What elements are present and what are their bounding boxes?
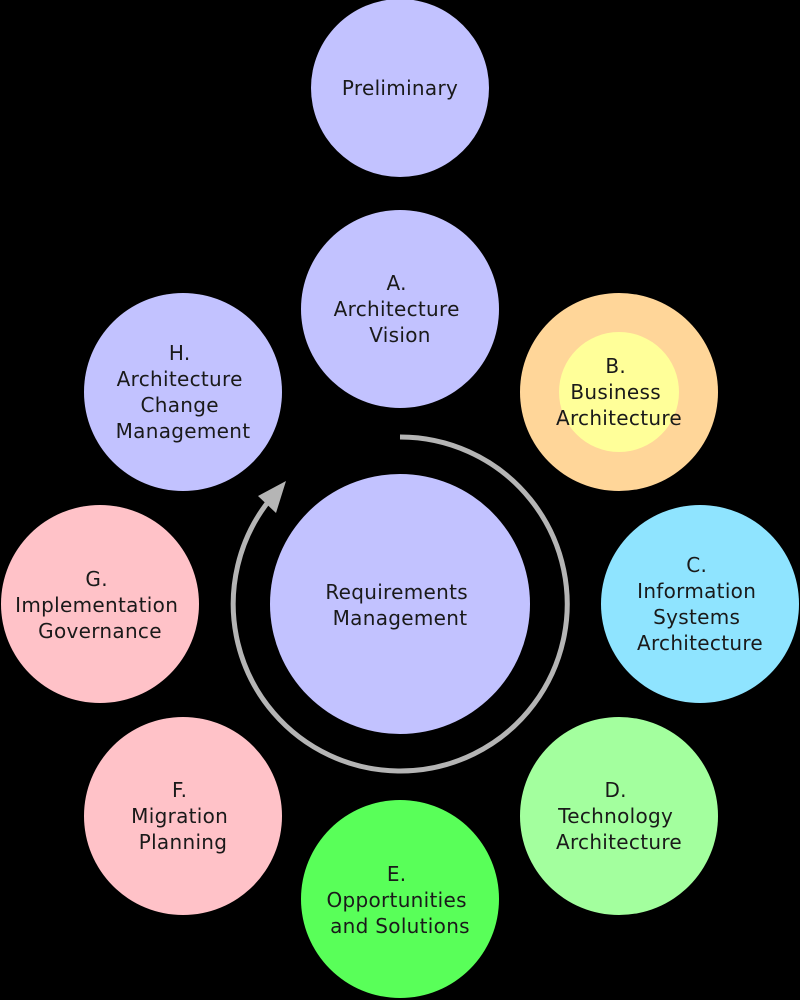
cycle-arrow-path bbox=[230, 434, 570, 774]
phase-b-line-2: Business bbox=[570, 380, 661, 404]
phase-e-circle bbox=[301, 800, 499, 998]
phase-d-line-2: Technology bbox=[557, 804, 673, 828]
phase-preliminary[interactable]: Preliminary bbox=[311, 0, 489, 177]
phase-h-line-4: Management bbox=[116, 419, 251, 443]
requirements-management-circle bbox=[270, 474, 530, 734]
phase-d-line-1: D. bbox=[604, 778, 626, 802]
phase-c-line-2: Information bbox=[637, 579, 756, 603]
phase-c-line-4: Architecture bbox=[637, 631, 763, 655]
phase-e-line-3: and Solutions bbox=[330, 914, 470, 938]
phase-g-circle bbox=[1, 505, 199, 703]
phase-b-line-3: Architecture bbox=[556, 406, 682, 430]
phase-h-circle bbox=[84, 293, 282, 491]
phase-preliminary-circle bbox=[311, 0, 489, 177]
phase-f-line-3: Planning bbox=[139, 830, 228, 854]
phase-a-circle bbox=[301, 210, 499, 408]
phase-a-line-2: Architecture bbox=[334, 297, 460, 321]
phase-a-line-3: Vision bbox=[369, 323, 431, 347]
phase-c-line-3: Systems bbox=[653, 605, 740, 629]
phase-f-line-1: F. bbox=[172, 778, 187, 802]
phase-a-label: A. Architecture Vision bbox=[334, 271, 467, 347]
phase-c-label: C. Information Systems Architecture bbox=[637, 553, 763, 655]
phase-c-circle bbox=[601, 505, 799, 703]
phase-f-migration-planning[interactable]: F. Migration Planning bbox=[84, 717, 282, 915]
phase-d-circle bbox=[520, 717, 718, 915]
phase-g-implementation-governance[interactable]: G. Implementation Governance bbox=[1, 505, 199, 703]
phase-b-inner-circle bbox=[559, 332, 679, 452]
phase-g-line-2: Implementation bbox=[15, 593, 178, 617]
phase-f-label: F. Migration Planning bbox=[131, 778, 235, 854]
phase-f-line-2: Migration bbox=[131, 804, 228, 828]
phase-e-opportunities-and-solutions[interactable]: E. Opportunities and Solutions bbox=[301, 800, 499, 998]
phase-g-label: G. Implementation Governance bbox=[15, 567, 185, 643]
phase-f-circle bbox=[84, 717, 282, 915]
phase-g-line-3: Governance bbox=[38, 619, 162, 643]
phase-preliminary-line-1: Preliminary bbox=[342, 76, 458, 100]
phase-b-label: B. Business Architecture bbox=[556, 354, 682, 430]
requirements-management[interactable]: Requirements Management bbox=[270, 474, 530, 734]
requirements-management-line-2: Management bbox=[333, 606, 468, 630]
phase-preliminary-label: Preliminary bbox=[342, 76, 458, 100]
requirements-management-label: Requirements Management bbox=[325, 580, 474, 630]
phase-b-business-architecture[interactable]: B. Business Architecture bbox=[520, 293, 718, 491]
phase-a-line-1: A. bbox=[387, 271, 407, 295]
phase-b-line-1: B. bbox=[605, 354, 626, 378]
circular-arrow-icon bbox=[230, 434, 570, 774]
phase-e-line-2: Opportunities bbox=[326, 888, 466, 912]
requirements-management-line-1: Requirements bbox=[325, 580, 468, 604]
phase-c-information-systems-architecture[interactable]: C. Information Systems Architecture bbox=[601, 505, 799, 703]
phase-e-label: E. Opportunities and Solutions bbox=[326, 862, 473, 938]
cycle-arrowhead bbox=[258, 481, 286, 513]
phase-h-line-1: H. bbox=[169, 341, 191, 365]
phase-e-line-1: E. bbox=[387, 862, 407, 886]
phase-h-line-3: Change bbox=[140, 393, 218, 417]
phase-d-label: D. Technology Architecture bbox=[556, 778, 682, 854]
phase-c-line-1: C. bbox=[686, 553, 707, 577]
phase-a-architecture-vision[interactable]: A. Architecture Vision bbox=[301, 210, 499, 408]
phase-g-line-1: G. bbox=[85, 567, 107, 591]
phase-d-technology-architecture[interactable]: D. Technology Architecture bbox=[520, 717, 718, 915]
phase-h-label: H. Architecture Change Management bbox=[116, 341, 251, 443]
phase-d-line-3: Architecture bbox=[556, 830, 682, 854]
phase-h-architecture-change-management[interactable]: H. Architecture Change Management bbox=[84, 293, 282, 491]
phase-h-line-2: Architecture bbox=[117, 367, 243, 391]
